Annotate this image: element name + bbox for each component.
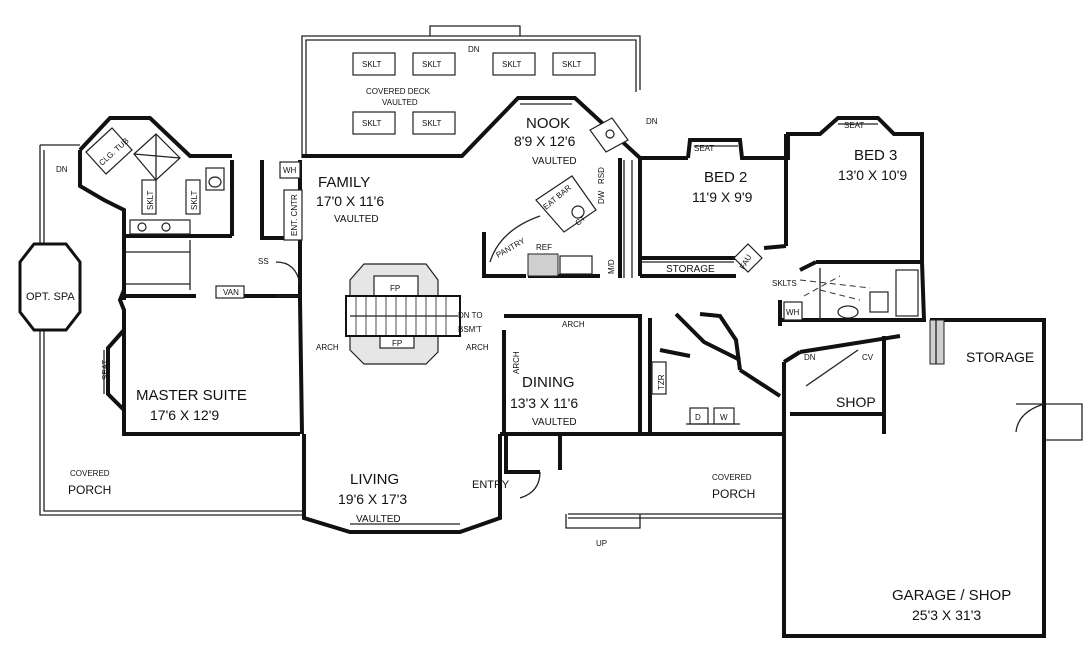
covered-deck-line2: VAULTED <box>382 98 418 107</box>
sklt-label: SKLT <box>422 60 442 69</box>
dn-label: DN <box>468 45 480 54</box>
arch-label: ARCH <box>562 320 585 329</box>
seat-label: SEAT <box>844 121 864 130</box>
skylight <box>412 111 456 135</box>
room-name-garage: GARAGE / SHOP <box>892 587 1011 604</box>
furnace <box>733 243 763 273</box>
tub <box>85 127 133 175</box>
room-name-storage-hall: STORAGE <box>666 264 715 275</box>
dryer-label: D <box>695 413 701 422</box>
arch-label: ARCH <box>316 343 339 352</box>
room-note-living: VAULTED <box>356 514 401 525</box>
eat-bar <box>535 175 597 233</box>
dn-to-bsmt-line1: DN TO <box>458 311 483 320</box>
room-note-dining: VAULTED <box>532 417 577 428</box>
rsd-label: RSD <box>597 167 606 184</box>
fp-label: FP <box>390 284 400 293</box>
room-name-entry: ENTRY <box>472 479 510 491</box>
pantry-label: PANTRY <box>495 236 528 260</box>
room-name-spa: OPT. SPA <box>26 291 75 303</box>
seat-label: SEAT <box>101 360 110 380</box>
room-name-storage-garage: STORAGE <box>966 349 1034 365</box>
refrigerator <box>527 253 559 277</box>
ent-center-label: ENT. CNTR <box>290 194 299 236</box>
sklt-label: SKLT <box>146 190 155 210</box>
room-labels: FAMILY 17'0 X 11'6 VAULTED NOOK 8'9 X 12… <box>26 87 1034 623</box>
sklt-label: SKLT <box>422 119 442 128</box>
dn-to-bsmt-line2: BSM'T <box>458 325 482 334</box>
room-name-bed3: BED 3 <box>854 147 897 164</box>
room-name-shop: SHOP <box>836 394 876 410</box>
sklt-label: SKLT <box>362 119 382 128</box>
dn-label: DN <box>646 117 658 126</box>
room-name-dining: DINING <box>522 374 575 391</box>
room-dims-garage: 25'3 X 31'3 <box>912 607 981 623</box>
dn-label: DN <box>804 353 816 362</box>
room-dims-master: 17'6 X 12'9 <box>150 407 219 423</box>
seat-label: SEAT <box>694 144 714 153</box>
room-name-family: FAMILY <box>318 174 370 191</box>
sklt-label: SKLT <box>362 60 382 69</box>
skylights-label: SKLTS <box>772 279 797 288</box>
room-note-family: VAULTED <box>334 214 379 225</box>
arch-label: ARCH <box>512 351 521 374</box>
up-label: UP <box>596 539 607 548</box>
covered-porch-front-line1: COVERED <box>712 473 752 482</box>
tzr-label: TZR <box>657 374 666 390</box>
covered-porch-front-line2: PORCH <box>712 487 755 501</box>
md-label: M/D <box>607 259 616 274</box>
room-dims-dining: 13'3 X 11'6 <box>510 395 578 411</box>
skylight <box>492 52 536 76</box>
fixtures <box>18 52 1045 525</box>
sklt-label: SKLT <box>502 60 522 69</box>
skylight <box>352 111 396 135</box>
van-label: VAN <box>223 288 239 297</box>
dn-to-bsmt-line3: ARCH <box>466 343 489 352</box>
ref-label: REF <box>536 243 552 252</box>
dw-label: DW <box>597 190 606 204</box>
room-name-nook: NOOK <box>526 115 570 132</box>
spa-shape <box>18 242 82 332</box>
room-dims-living: 19'6 X 17'3 <box>338 491 407 507</box>
room-dims-bed2: 11'9 X 9'9 <box>692 189 753 205</box>
covered-deck-line1: COVERED DECK <box>366 87 431 96</box>
room-name-bed2: BED 2 <box>704 169 747 186</box>
fp-label: FP <box>392 339 402 348</box>
wh-label: WH <box>283 166 297 175</box>
ss-label: SS <box>258 257 269 266</box>
sklt-label: SKLT <box>190 190 199 210</box>
skylight <box>352 52 396 76</box>
cv-label: CV <box>862 353 874 362</box>
room-dims-bed3: 13'0 X 10'9 <box>838 167 907 183</box>
room-dims-nook: 8'9 X 12'6 <box>514 133 576 149</box>
covered-porch-left-line1: COVERED <box>70 469 110 478</box>
room-dims-family: 17'0 X 11'6 <box>316 193 384 209</box>
room-name-living: LIVING <box>350 471 399 488</box>
sklt-label: SKLT <box>562 60 582 69</box>
wh-label: WH <box>786 308 800 317</box>
room-note-nook: VAULTED <box>532 156 577 167</box>
washer-label: W <box>720 413 728 422</box>
room-name-master: MASTER SUITE <box>136 387 247 404</box>
exterior-walls <box>78 96 1046 638</box>
dn-label: DN <box>56 165 68 174</box>
covered-porch-left-line2: PORCH <box>68 483 111 497</box>
skylight <box>412 52 456 76</box>
skylight <box>552 52 596 76</box>
